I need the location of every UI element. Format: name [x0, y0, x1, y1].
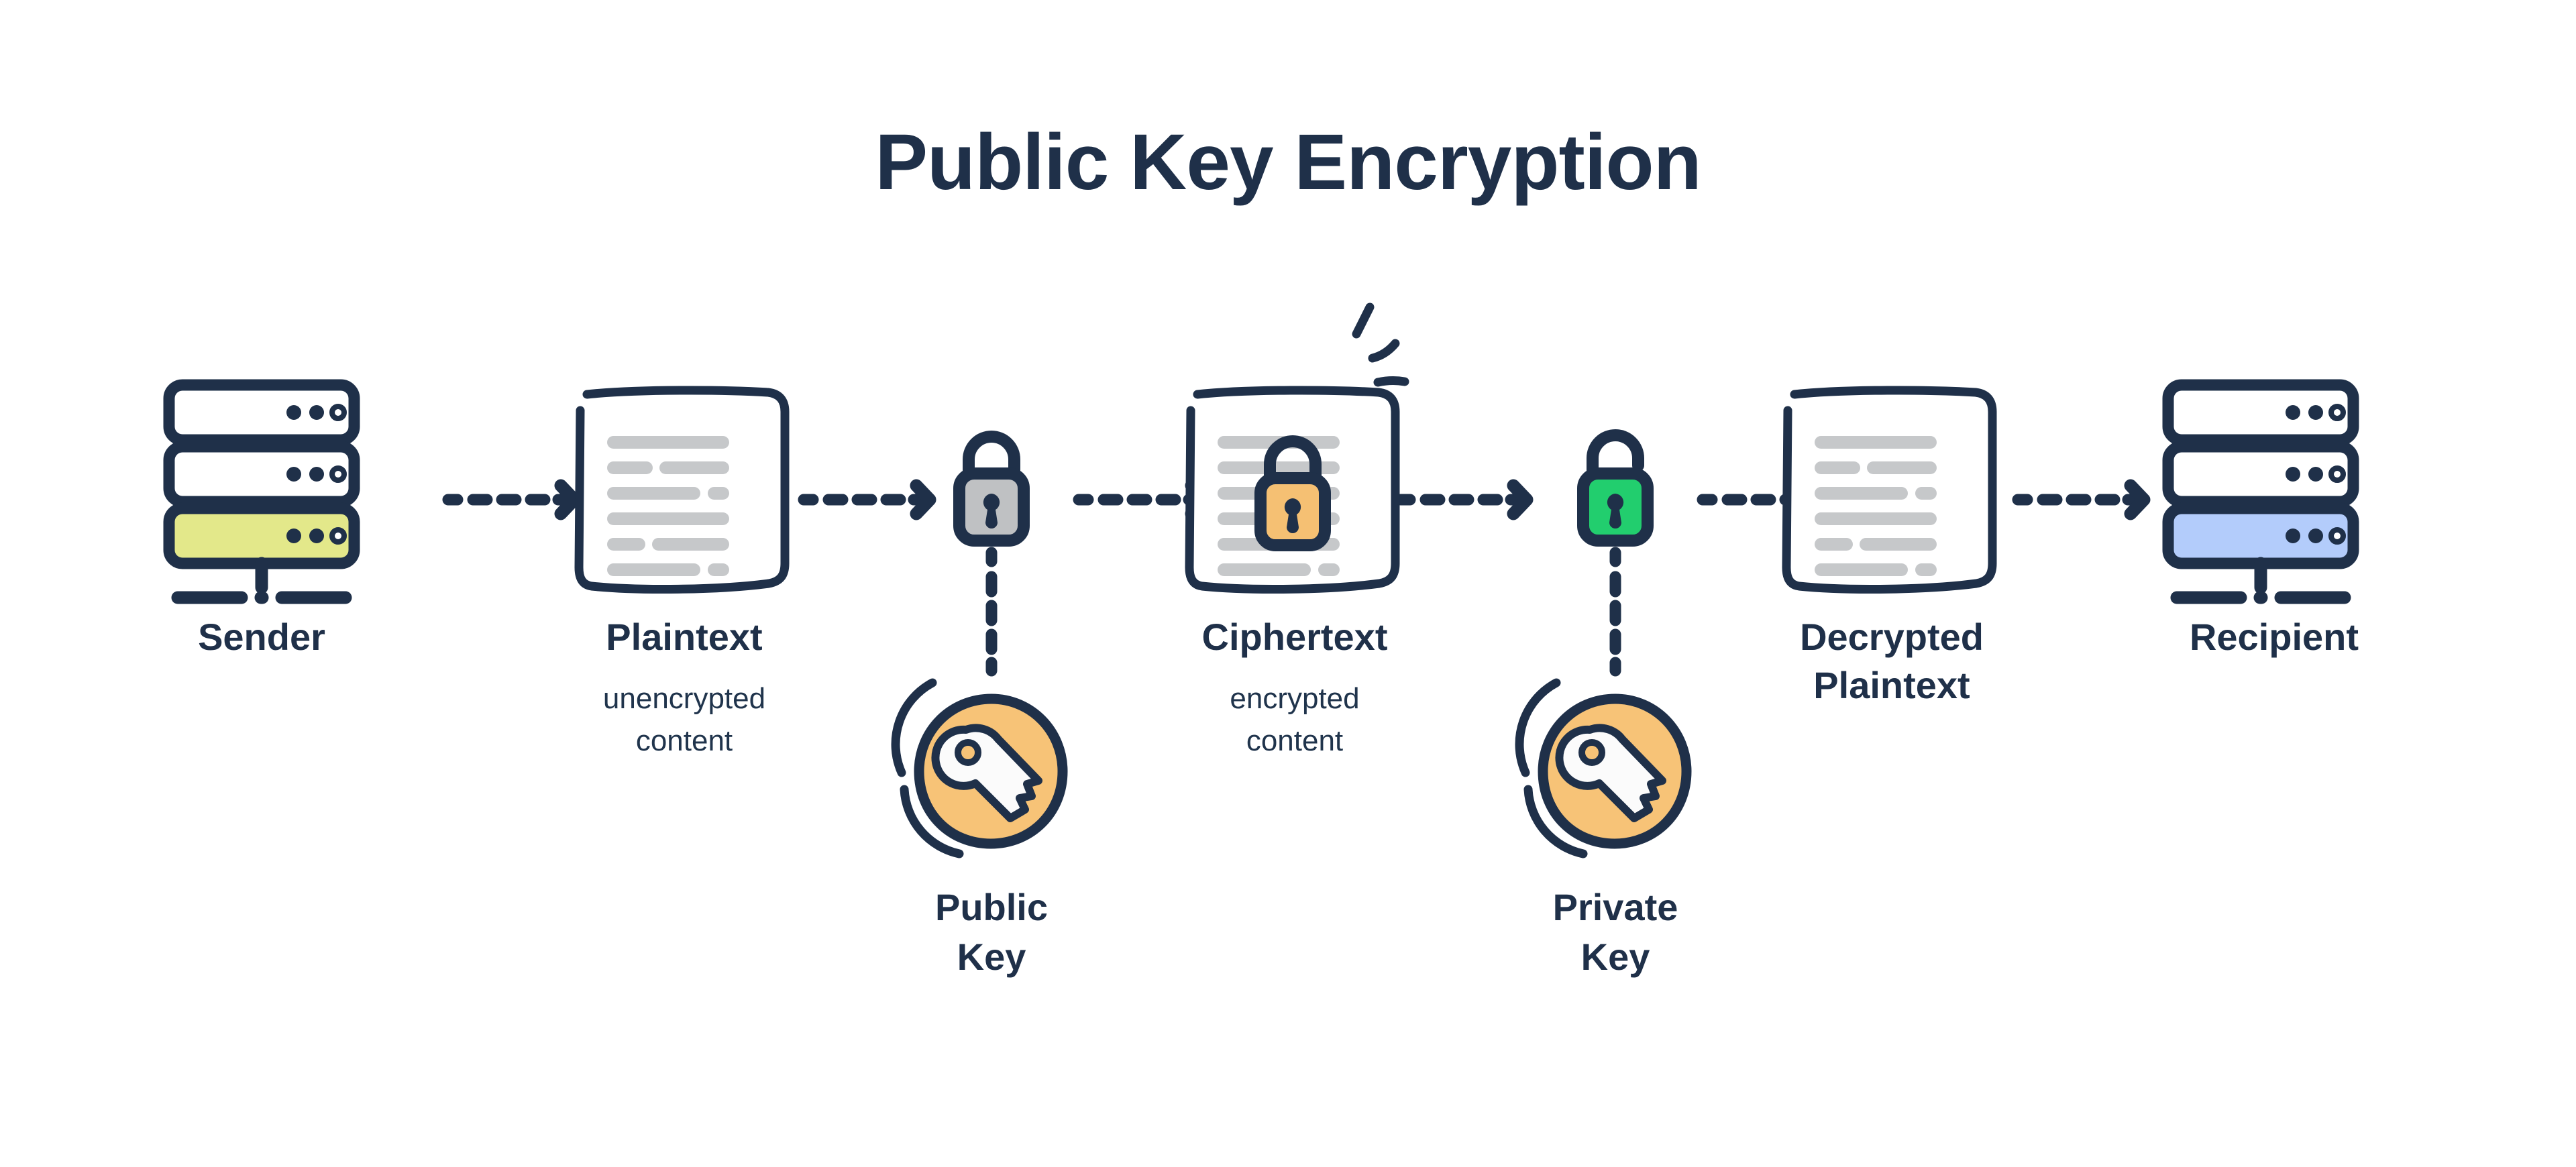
flow-arrow-2 [798, 479, 936, 520]
public-key-label: Public Key [934, 886, 1049, 978]
lock-closed-art [924, 423, 1059, 550]
node-ciphertext: Ciphertext encrypted content [1080, 295, 1509, 763]
node-public-key: Public Key [864, 671, 1119, 982]
recipient-art [2127, 362, 2422, 604]
dashed-vertical-line-icon [985, 547, 998, 677]
decrypted-plaintext-art [1677, 362, 2106, 604]
flow-arrow-1 [442, 479, 581, 520]
flow-arrow-6 [2012, 479, 2151, 520]
private-key-art [1488, 671, 1743, 865]
dashed-arrow-right-icon [442, 479, 581, 520]
dashed-arrow-right-icon [798, 479, 936, 520]
document-icon [574, 386, 790, 594]
plaintext-sublabel: unencrypted content [602, 681, 766, 758]
node-private-key-lock [1548, 421, 1682, 549]
node-decrypted-plaintext: Decrypted Plaintext [1677, 362, 2106, 709]
sparks-icon [1352, 302, 1409, 387]
private-key-label: Private Key [1552, 886, 1678, 978]
recipient-label: Recipient [2189, 616, 2359, 658]
page-title: Public Key Encryption [875, 118, 1701, 207]
key-circle-icon [1515, 678, 1692, 858]
public-key-art [864, 671, 1119, 865]
sender-art [114, 362, 409, 604]
dashed-arrow-right-icon [1395, 479, 1534, 520]
dashed-vertical-line-icon [1609, 547, 1621, 677]
ciphertext-art [1080, 295, 1509, 604]
node-sender: Sender [114, 362, 409, 661]
lock-closed-icon [953, 431, 1030, 547]
document-locked-icon [1185, 302, 1409, 594]
dashed-arrow-right-icon [2012, 479, 2151, 520]
decrypted-plaintext-label: Decrypted Plaintext [1800, 616, 1984, 706]
server-stack-icon [2162, 379, 2359, 604]
flow-arrow-4 [1395, 479, 1534, 520]
node-plaintext: Plaintext unencrypted content [470, 362, 899, 763]
ciphertext-label: Ciphertext [1201, 616, 1388, 658]
key-circle-icon [891, 678, 1068, 858]
server-stack-icon [163, 379, 360, 604]
sender-label: Sender [198, 616, 325, 658]
node-private-key: Private Key [1488, 671, 1743, 982]
node-recipient: Recipient [2127, 362, 2422, 661]
connector-public-key [971, 543, 1012, 677]
lock-open-art [1548, 421, 1682, 549]
node-public-key-lock [924, 423, 1059, 550]
lock-closed-icon [1254, 435, 1331, 551]
lock-open-icon [1577, 429, 1654, 547]
ciphertext-sublabel: encrypted content [1230, 681, 1360, 758]
plaintext-label: Plaintext [606, 616, 763, 658]
connector-private-key [1595, 543, 1635, 677]
plaintext-art [470, 362, 899, 604]
document-icon [1782, 386, 1997, 594]
